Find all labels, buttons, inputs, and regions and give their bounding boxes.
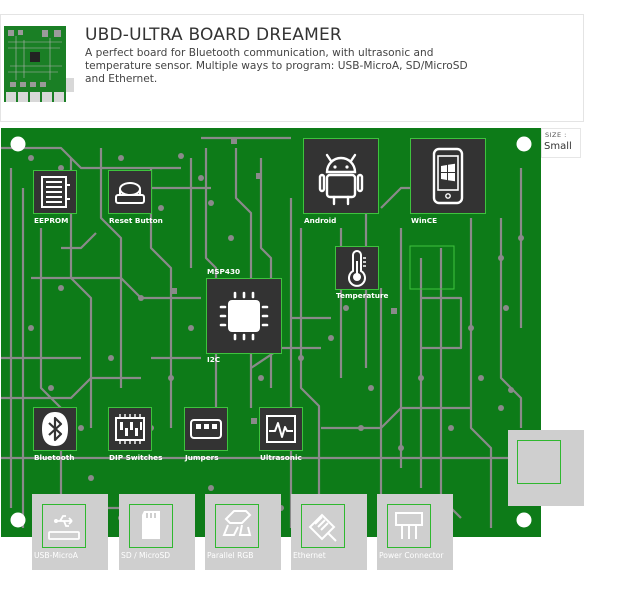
expansion-module-slot — [517, 440, 561, 484]
bluetooth-label: Bluetooth — [34, 453, 75, 462]
waveform-icon — [266, 415, 296, 443]
ethernet-connector[interactable]: Ethernet — [291, 494, 367, 570]
android-icon — [318, 153, 364, 206]
ethernet-slot — [301, 504, 345, 548]
sd-card-icon — [142, 511, 160, 539]
parallel-rgb-connector[interactable]: Parallel RGB — [205, 494, 281, 570]
bluetooth-component[interactable] — [33, 407, 77, 451]
microchip-icon — [219, 291, 269, 341]
push-button-icon — [115, 182, 145, 204]
dip-switch-icon — [115, 414, 145, 444]
android-label: Android — [304, 216, 337, 225]
thermometer-icon — [348, 250, 366, 287]
memory-chip-icon — [41, 176, 70, 208]
expansion-module[interactable] — [508, 430, 584, 506]
eeprom-label: EEPROM — [34, 216, 69, 225]
board-description: A perfect board for Bluetooth communicat… — [85, 47, 468, 85]
power-connector-label: Power Connector — [379, 551, 444, 560]
android-component[interactable] — [303, 138, 379, 214]
size-value: Small — [544, 141, 572, 152]
board-header: UBD-ULTRA BOARD DREAMER A perfect board … — [0, 14, 584, 122]
sd-slot — [129, 504, 173, 548]
wince-component[interactable] — [410, 138, 486, 214]
sd-microsd-connector[interactable]: SD / MicroSD — [119, 494, 195, 570]
jumpers-label: Jumpers — [185, 453, 219, 462]
msp430-microcontroller[interactable] — [206, 278, 282, 354]
temperature-component[interactable] — [335, 246, 379, 290]
power-plug-icon — [395, 512, 423, 539]
rgb-slot — [215, 504, 259, 548]
power-slot — [387, 504, 431, 548]
usb-slot — [42, 504, 86, 548]
ethernet-label: Ethernet — [293, 551, 326, 560]
eeprom-component[interactable] — [33, 170, 77, 214]
parallel-rgb-label: Parallel RGB — [207, 551, 254, 560]
parallel-cable-icon — [222, 510, 252, 536]
jumper-icon — [190, 419, 222, 439]
dip-switches-component[interactable] — [108, 407, 152, 451]
windows-phone-icon — [432, 147, 464, 205]
wince-label: WinCE — [411, 216, 438, 225]
size-label: SIZE : — [545, 131, 567, 139]
reset-button-component[interactable] — [108, 170, 152, 214]
ultrasonic-label: Ultrasonic — [260, 453, 302, 462]
ultrasonic-component[interactable] — [259, 407, 303, 451]
size-selector[interactable]: SIZE : Small — [541, 128, 581, 158]
usb-microa-label: USB-MicroA — [34, 551, 78, 560]
circuit-board: EEPROM Reset Button Android — [1, 128, 541, 537]
temperature-label: Temperature — [336, 291, 389, 300]
ethernet-plug-icon — [308, 513, 337, 542]
msp430-label: MSP430 — [207, 267, 241, 276]
usb-icon — [48, 515, 80, 540]
page-title: UBD-ULTRA BOARD DREAMER — [85, 25, 342, 45]
reset-button-label: Reset Button — [109, 216, 163, 225]
usb-microa-connector[interactable]: USB-MicroA — [32, 494, 108, 570]
power-connector[interactable]: Power Connector — [377, 494, 453, 570]
jumpers-component[interactable] — [184, 407, 228, 451]
bluetooth-icon — [42, 412, 68, 446]
i2c-label: I2C — [207, 355, 221, 364]
board-thumbnail — [4, 26, 74, 102]
dip-switches-label: DIP Switches — [109, 453, 163, 462]
sd-microsd-label: SD / MicroSD — [121, 551, 171, 560]
